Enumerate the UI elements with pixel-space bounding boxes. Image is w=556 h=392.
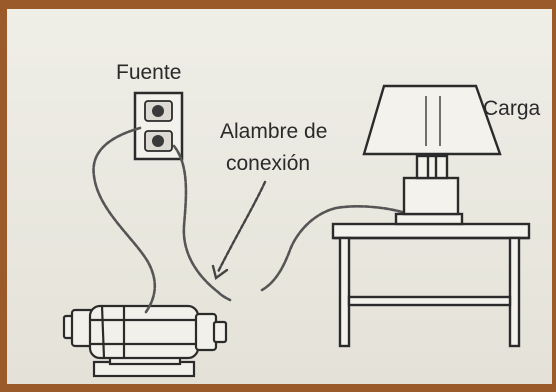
source-label: Fuente <box>116 61 181 84</box>
wire-outlet-to-gap <box>172 144 232 302</box>
lamp-icon <box>362 84 502 226</box>
generator-icon <box>62 304 228 378</box>
pointer-arrow <box>211 180 267 281</box>
wire-lamp-to-gap <box>260 205 404 292</box>
connection-wires <box>92 126 404 314</box>
wire-label-line2: conexión <box>226 152 310 175</box>
wire-label-line1: Alambre de <box>220 120 327 143</box>
wire-outlet-to-generator <box>92 126 157 314</box>
load-label: Carga <box>483 97 541 120</box>
